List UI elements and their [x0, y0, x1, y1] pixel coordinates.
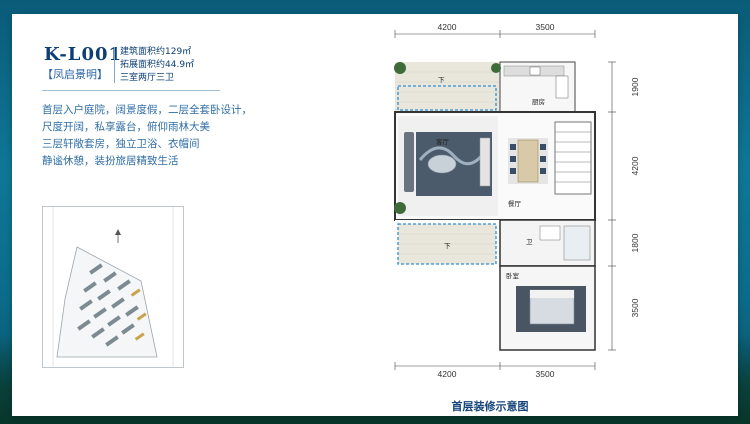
site-map — [42, 206, 184, 368]
fridge-icon — [555, 75, 569, 99]
desc-line: 三层轩敞套房，独立卫浴、衣帽间 — [42, 138, 200, 150]
toilet-icon — [539, 225, 561, 241]
rug-pattern — [418, 146, 488, 166]
right-dim-3: 1800 — [630, 233, 640, 252]
right-dim-2: 4200 — [630, 156, 640, 175]
top-terrace-dashed — [397, 85, 497, 111]
header-rule — [42, 90, 220, 91]
bottom-dim-2: 3500 — [536, 369, 555, 379]
coffee-table-icon — [427, 154, 457, 174]
right-dimension — [608, 61, 616, 351]
label-down-top: 下 — [438, 76, 445, 84]
top-dimension — [394, 30, 596, 38]
pillow-icon — [530, 290, 574, 298]
spec-build-area: 建筑面积约129㎡ — [120, 47, 192, 57]
spec-extend-area: 拓展面积约44.9㎡ — [120, 60, 195, 70]
dining-table-icon — [517, 139, 539, 183]
top-dim-2: 3500 — [536, 22, 555, 32]
staircase — [554, 121, 592, 195]
plan-caption: 首层装修示意图 — [451, 400, 529, 413]
unit-code: K-L001 — [44, 44, 123, 65]
desc-line: 静谧休憩，装扮旅居精致生活 — [42, 155, 179, 167]
floor-plan: 4200 3500 4200 3500 1900 4200 5300 — [324, 20, 650, 380]
shower-icon — [563, 225, 591, 261]
label-living: 客厅 — [436, 137, 450, 146]
site-map-drawing — [52, 207, 174, 367]
right-dim-4: 3500 — [630, 298, 640, 317]
spec-divider — [114, 47, 115, 83]
label-down-bottom: 下 — [444, 242, 451, 250]
sink-icon — [529, 66, 541, 76]
label-kitchen: 厨房 — [532, 97, 545, 106]
label-bedroom: 卧室 — [506, 271, 520, 280]
bottom-dimension — [394, 362, 596, 370]
sofa-icon — [404, 132, 414, 192]
top-courtyard — [395, 62, 500, 112]
desc-line: 尺度开阔，私享露台，俯仰雨林大美 — [42, 121, 210, 133]
plant-icon — [394, 62, 406, 74]
spec-list: 建筑面积约129㎡ 拓展面积约44.9㎡ 三室两厅三卫 — [120, 46, 194, 85]
lower-terrace-dashed — [397, 223, 497, 265]
tv-cabinet-icon — [479, 137, 491, 187]
description: 首层入户庭院，阔景度假，二层全套卧设计， 尺度开阔，私享露台，俯仰雨林大美 三层… — [42, 102, 252, 170]
label-bath: 卫 — [526, 238, 533, 246]
desc-line: 首层入户庭院，阔景度假，二层全套卧设计， — [42, 104, 252, 116]
plant-icon — [491, 63, 501, 73]
label-dining: 餐厅 — [508, 199, 522, 208]
unit-name: 【凤启景明】 — [42, 68, 108, 81]
right-dim-1: 1900 — [630, 77, 640, 96]
floor-plan-drawing: 4200 3500 4200 3500 1900 4200 5300 — [324, 22, 640, 379]
top-dim-1: 4200 — [438, 22, 457, 32]
spec-layout: 三室两厅三卫 — [120, 73, 175, 83]
plant-icon — [394, 202, 406, 214]
bottom-dim-1: 4200 — [438, 369, 457, 379]
